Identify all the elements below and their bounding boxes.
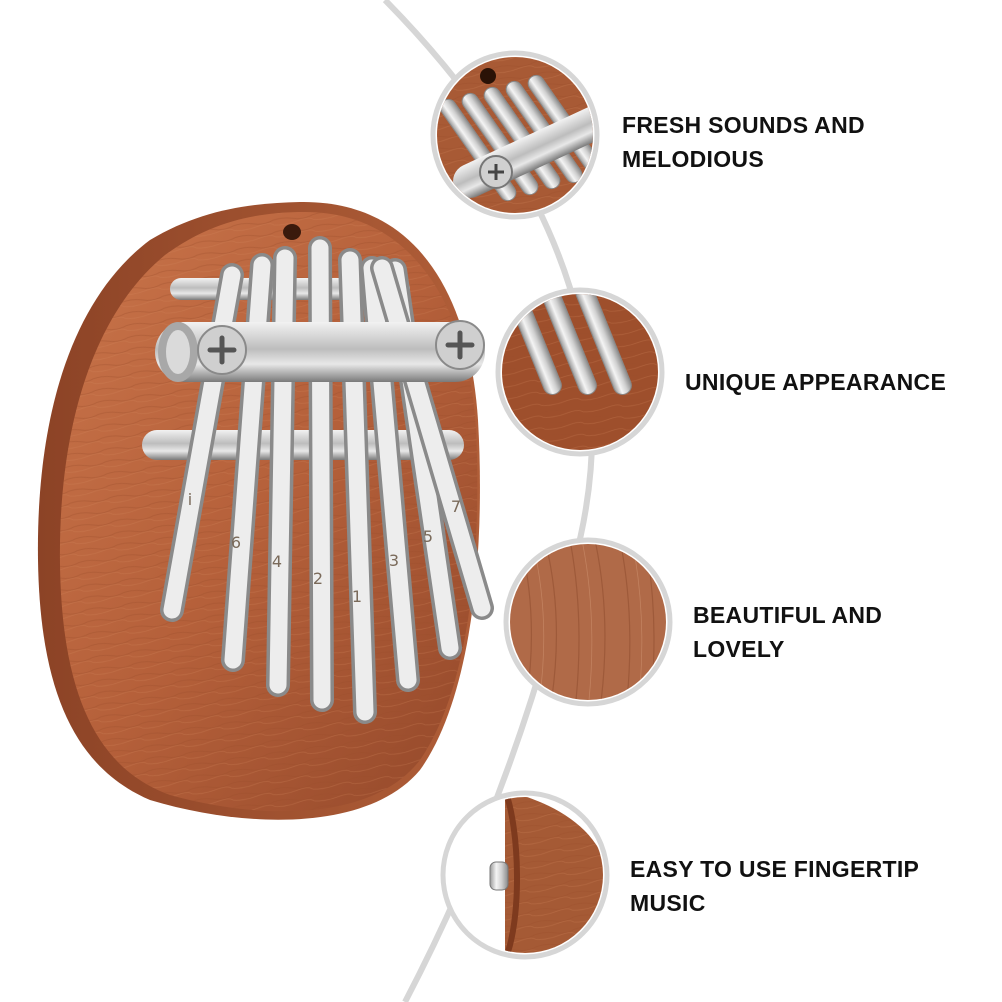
feature-thumbnail-tines	[430, 50, 600, 220]
feature-thumbnail-wood	[503, 537, 673, 707]
feature-line: EASY TO USE FINGERTIP	[630, 856, 920, 882]
feature-fresh-sounds: FRESH SOUNDS AND MELODIOUS	[622, 108, 865, 176]
feature-beautiful: BEAUTIFUL AND LOVELY	[693, 598, 882, 666]
bridge-bar	[155, 320, 485, 382]
feature-line: MUSIC	[630, 890, 706, 916]
tine-key-label: i	[188, 490, 192, 509]
screw-icon	[197, 325, 247, 375]
feature-unique-appearance: UNIQUE APPEARANCE	[685, 365, 946, 399]
tine-key-label: 1	[352, 587, 362, 606]
feature-line: BEAUTIFUL AND	[693, 602, 883, 628]
tine-key-label: 3	[389, 551, 399, 570]
tine-key-label: 6	[231, 533, 241, 552]
feature-thumbnail-tips	[495, 287, 665, 457]
feature-line: UNIQUE APPEARANCE	[685, 369, 947, 395]
tine-key-label: 7	[451, 497, 461, 516]
feature-line: FRESH SOUNDS AND	[622, 112, 865, 138]
feature-line: LOVELY	[693, 636, 785, 662]
tine-key-label: 5	[423, 527, 433, 546]
feature-easy-to-use: EASY TO USE FINGERTIP MUSIC	[630, 852, 919, 920]
feature-thumbnail-side	[440, 790, 610, 960]
hanging-hole	[283, 224, 301, 240]
feature-line: MELODIOUS	[622, 146, 764, 172]
screw-icon	[435, 320, 485, 370]
tine-key-label: 2	[313, 569, 323, 588]
tine-key-label: 4	[272, 552, 282, 571]
tine	[311, 239, 331, 709]
